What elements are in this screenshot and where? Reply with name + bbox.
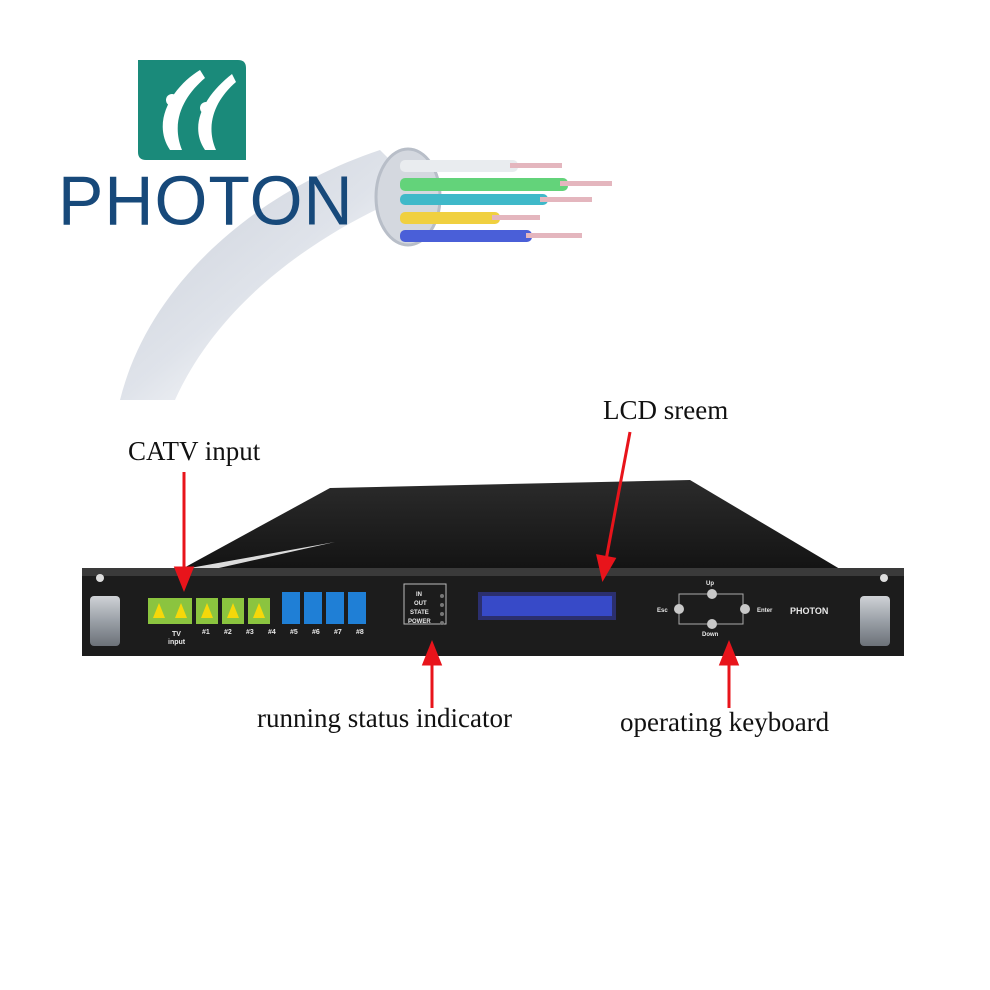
port-label-input: input [168,639,186,646]
indicator-state: STATE [410,610,429,616]
port-7[interactable] [326,592,344,624]
callout-status-indicator: running status indicator [257,703,512,733]
port-label-1: #1 [202,629,210,636]
key-label-enter: Enter [757,608,773,614]
indicator-out: OUT [414,601,427,607]
port-label-7: #7 [334,629,342,636]
right-rack-handle [860,596,890,646]
fiber-cable-graphic [120,147,612,400]
callout-catv-input: CATV input [128,436,261,466]
panel-brand: PHOTON [790,606,828,616]
port-5[interactable] [282,592,300,624]
esc-key[interactable] [674,604,684,614]
port-label-4: #4 [268,629,276,636]
indicator-power: POWER [408,619,431,625]
port-label-5: #5 [290,629,298,636]
upc-ports-group [282,592,366,624]
port-6[interactable] [304,592,322,624]
callout-operating-keyboard: operating keyboard [620,707,830,737]
apc-ports-group [148,598,270,624]
key-label-esc: Esc [657,608,668,614]
laser-warning-icon [253,603,265,618]
port-label-tv: TV [172,631,181,638]
photon-logo-mark-icon [138,60,246,160]
port-label-3: #3 [246,629,254,636]
port-8[interactable] [348,592,366,624]
laser-warning-icon [175,603,187,618]
indicator-panel [403,583,447,625]
callout-lcd-screen: LCD sreem [603,395,729,425]
port-label-6: #6 [312,629,320,636]
operating-keyboard [674,589,750,629]
port-label-2: #2 [224,629,232,636]
callout-arrows [173,431,740,708]
laser-warning-icon [227,603,239,618]
down-key[interactable] [707,619,717,629]
laser-warning-icon [201,603,213,618]
port-label-8: #8 [356,629,364,636]
key-label-down: Down [702,632,719,638]
enter-key[interactable] [740,604,750,614]
key-label-up: Up [706,581,714,587]
up-key[interactable] [707,589,717,599]
indicator-in: IN [416,592,422,598]
laser-warning-icon [153,603,165,618]
left-rack-handle [90,596,120,646]
brand-name: PHOTON [58,162,354,240]
